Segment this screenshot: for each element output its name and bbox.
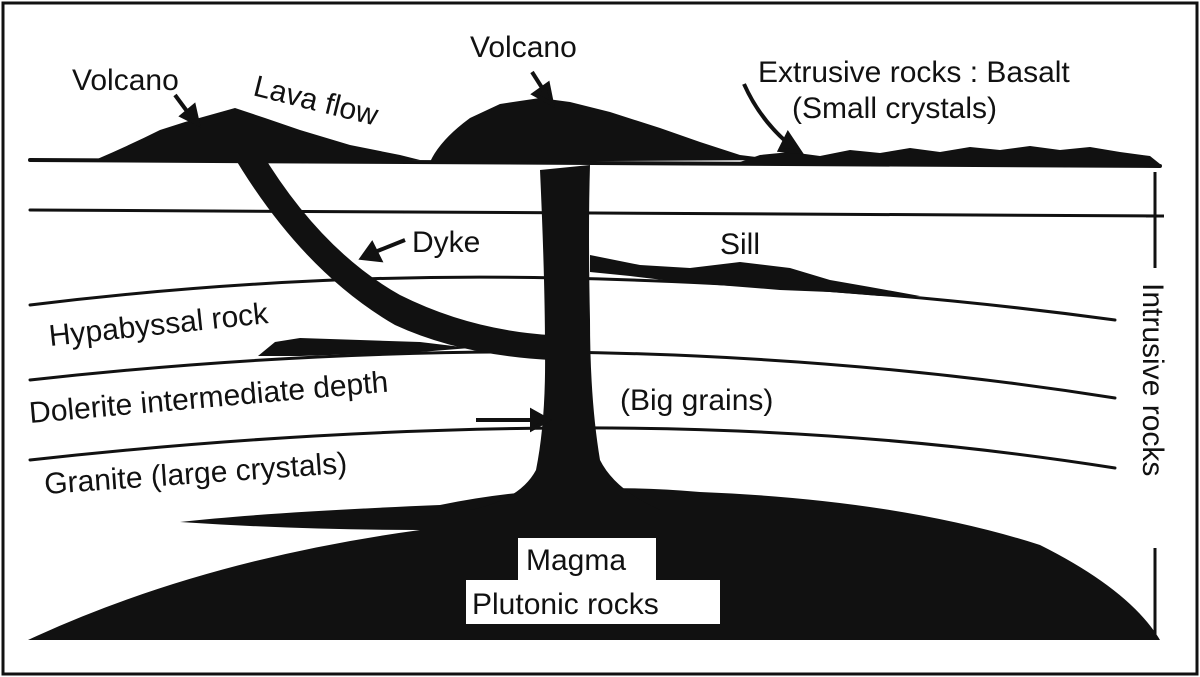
rock-strata	[28, 158, 1162, 470]
arrow-dyke	[374, 238, 406, 254]
magma-label-box	[518, 538, 656, 580]
plutonic-label-box	[466, 580, 720, 624]
sill-intrusion	[590, 255, 920, 296]
label-small-crystals: (Small crystals)	[792, 92, 997, 125]
arrowhead-extrusive	[776, 130, 805, 155]
label-hypabyssal-rock: Hypabyssal rock	[47, 297, 270, 353]
dyke-channel	[230, 150, 550, 360]
label-volcano-center: Volcano	[470, 31, 577, 64]
center-volcano-cone	[430, 98, 780, 162]
arrowhead-volcano-left	[178, 102, 201, 128]
basalt-surface-layer	[740, 146, 1160, 164]
label-big-grains: (Big grains)	[620, 384, 773, 417]
left-volcano-cone	[95, 108, 420, 160]
label-magma: Magma	[526, 544, 626, 577]
label-volcano-left: Volcano	[72, 64, 179, 97]
ground-surface-line	[28, 158, 1162, 168]
label-arrows	[173, 70, 805, 433]
intrusive-bracket	[1146, 172, 1164, 636]
arrow-extrusive	[742, 83, 792, 147]
label-sill: Sill	[720, 228, 760, 261]
arrowhead-volcano-center	[530, 80, 555, 108]
volcanic-pipe	[470, 165, 660, 510]
arrowhead-dyke	[358, 240, 384, 263]
label-dyke: Dyke	[412, 226, 480, 259]
stratum-line-1	[28, 208, 1162, 218]
hypabyssal-lens	[258, 338, 470, 356]
arrowhead-dolerite	[530, 407, 553, 433]
label-extrusive-rocks: Extrusive rocks : Basalt	[758, 56, 1070, 89]
label-intrusive-rocks: Intrusive rocks	[1136, 283, 1169, 476]
label-plutonic-rocks: Plutonic rocks	[472, 588, 659, 621]
